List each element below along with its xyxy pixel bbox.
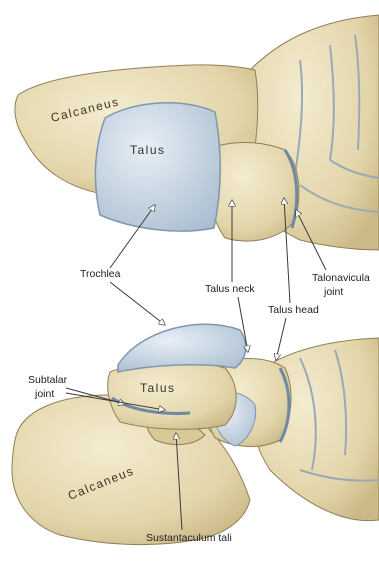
bottom-foot-view: Talus Calcaneus — [12, 324, 379, 544]
talus-neck-label: Talus neck — [205, 283, 255, 295]
sustentaculum-label: Sustantaculum tali — [146, 532, 232, 544]
subtalar-label-line1: Subtalar — [28, 374, 68, 386]
talus-head-arrow-bottom — [276, 318, 286, 360]
talus-label-bottom: Talus — [140, 381, 176, 395]
trochlea-bottom — [118, 324, 246, 372]
talus-head-label: Talus head — [268, 304, 319, 316]
talonavicular-label-line2: joint — [323, 286, 343, 298]
talus-body-bottom — [108, 362, 237, 430]
trochlea-label: Trochlea — [80, 268, 121, 280]
subtalar-label-line2: joint — [34, 388, 54, 400]
talus-label-top: Talus — [130, 143, 166, 157]
top-foot-view: Calcaneus Talus — [15, 15, 379, 250]
trochlea-arrow-bottom — [110, 282, 165, 325]
talonavicular-label-line1: Talonavicula — [312, 272, 370, 284]
trochlea-top — [95, 103, 220, 231]
